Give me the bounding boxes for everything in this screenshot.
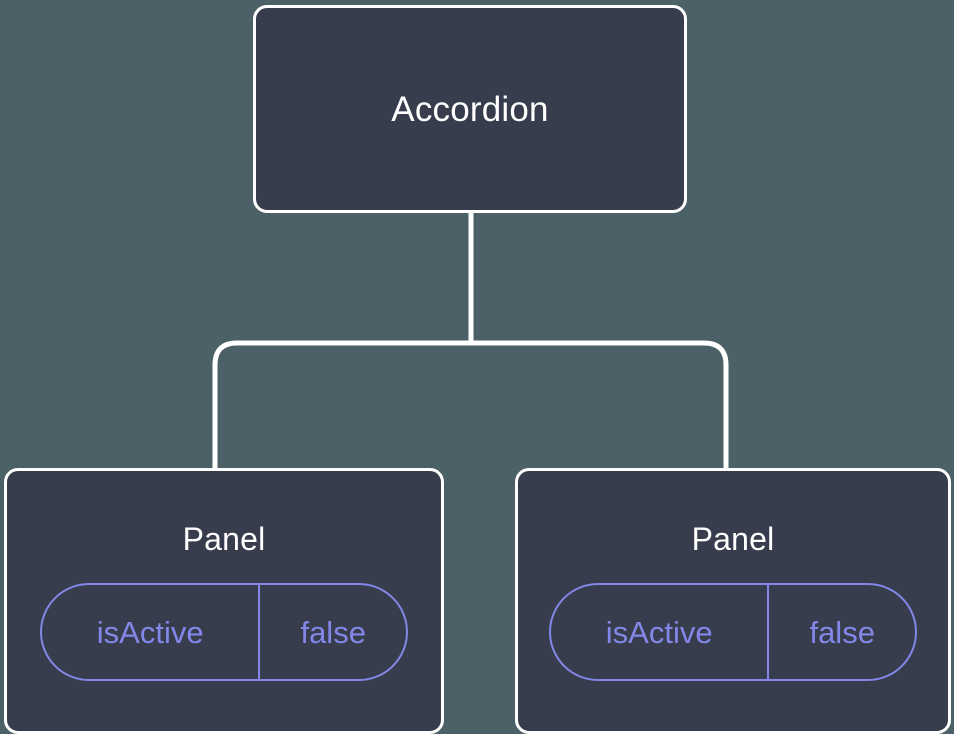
state-key-panel-1: isActive — [42, 585, 261, 679]
state-pill-panel-2[interactable]: isActive false — [549, 583, 917, 681]
state-value-text: false — [809, 614, 875, 650]
node-panel-1-label: Panel — [182, 521, 266, 557]
state-value-text: false — [300, 614, 366, 650]
state-key-text: isActive — [605, 614, 713, 650]
edge-root-to-panel-2 — [471, 340, 729, 470]
state-key-panel-2: isActive — [551, 585, 770, 679]
node-panel-2[interactable]: Panel isActive false — [515, 468, 951, 734]
node-panel-2-label: Panel — [691, 521, 775, 557]
node-panel-1[interactable]: Panel isActive false — [4, 468, 444, 734]
edge-root-to-panel-1 — [212, 340, 471, 470]
node-accordion[interactable]: Accordion — [253, 5, 687, 213]
node-accordion-label: Accordion — [391, 89, 549, 129]
state-key-text: isActive — [96, 614, 204, 650]
state-value-panel-1: false — [260, 585, 406, 679]
state-pill-panel-1[interactable]: isActive false — [40, 583, 408, 681]
state-value-panel-2: false — [769, 585, 915, 679]
